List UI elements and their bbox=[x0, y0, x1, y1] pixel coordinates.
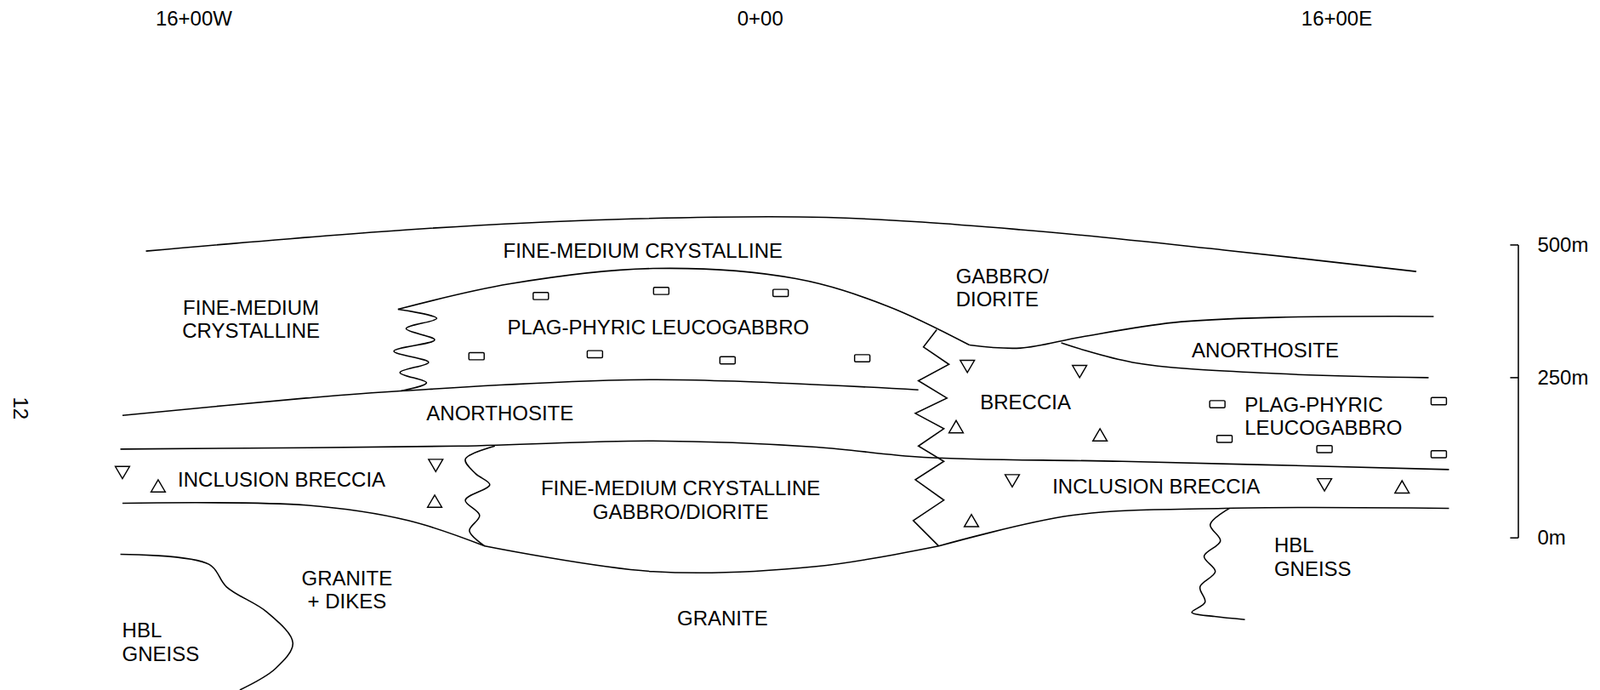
breccia-symbol bbox=[1395, 480, 1410, 493]
leucogabbro-top bbox=[398, 267, 970, 345]
unit-label: PLAG-PHYRIC LEUCOGABBRO bbox=[1242, 392, 1430, 440]
plagioclase-symbol bbox=[586, 350, 603, 358]
unit-label: FINE-MEDIUM CRYSTALLINE GABBRO/DIORITE bbox=[525, 476, 836, 524]
station-label: 16+00E bbox=[1299, 6, 1374, 31]
scale-tick bbox=[1509, 536, 1519, 539]
breccia-symbol bbox=[1072, 364, 1088, 377]
contacts bbox=[120, 216, 1519, 690]
unit-label: ANORTHOSITE bbox=[424, 401, 576, 426]
scale-label: 500m bbox=[1535, 233, 1590, 257]
breccia-symbol bbox=[427, 495, 443, 507]
scale-tick bbox=[1509, 376, 1519, 379]
gneiss-contact-west bbox=[120, 553, 294, 690]
unit-label: INCLUSION BRECCIA bbox=[1050, 474, 1262, 499]
inclusion-breccia-base-west bbox=[122, 502, 485, 547]
plagioclase-symbols bbox=[468, 287, 1447, 458]
unit-label: GABBRO/ DIORITE bbox=[954, 264, 1077, 312]
plagioclase-symbol bbox=[854, 354, 871, 362]
scale-tick bbox=[1509, 244, 1519, 246]
plagioclase-symbol bbox=[1217, 435, 1233, 443]
unit-label: BRECCIA bbox=[978, 390, 1073, 415]
breccia-symbol bbox=[115, 466, 131, 479]
station-label: 16+00W bbox=[153, 6, 234, 31]
plagioclase-symbol bbox=[1430, 450, 1447, 458]
gabbro-base bbox=[484, 546, 940, 574]
gabbro-west-margin bbox=[465, 445, 496, 547]
unit-label: FINE-MEDIUM CRYSTALLINE bbox=[164, 296, 338, 343]
breccia-symbol bbox=[1093, 428, 1108, 441]
breccia-symbol bbox=[428, 459, 444, 472]
breccia-symbol bbox=[949, 420, 964, 433]
breccia-symbol bbox=[151, 479, 166, 492]
station-label: 0+00 bbox=[735, 6, 786, 31]
scale-label: 0m bbox=[1535, 525, 1567, 550]
breccia-symbol bbox=[960, 359, 975, 372]
plagioclase-symbol bbox=[533, 292, 549, 300]
plagioclase-symbol bbox=[1316, 445, 1333, 453]
plagioclase-symbol bbox=[1430, 397, 1447, 405]
plagioclase-symbol bbox=[773, 289, 789, 297]
page-number: 12 bbox=[8, 394, 33, 422]
leucogabbro-west-margin bbox=[393, 309, 437, 392]
scale-label: 250m bbox=[1535, 365, 1590, 390]
breccia-symbol bbox=[1005, 474, 1020, 487]
scale-bar bbox=[1517, 244, 1520, 538]
unit-label: HBL GNEISS bbox=[120, 618, 214, 666]
breccia-fault bbox=[913, 330, 950, 547]
breccia-symbol bbox=[1317, 478, 1333, 491]
plagioclase-symbol bbox=[653, 287, 669, 295]
unit-label: HBL GNEISS bbox=[1272, 533, 1366, 581]
breccia-symbols bbox=[115, 359, 1410, 527]
unit-label: INCLUSION BRECCIA bbox=[176, 467, 388, 492]
unit-label: FINE-MEDIUM CRYSTALLINE bbox=[501, 239, 786, 263]
top-contact bbox=[146, 216, 1418, 272]
unit-label: ANORTHOSITE bbox=[1190, 338, 1341, 363]
plagioclase-symbol bbox=[719, 356, 735, 364]
unit-label: PLAG-PHYRIC LEUCOGABBRO bbox=[505, 315, 811, 340]
plagioclase-symbol bbox=[468, 352, 484, 359]
plagioclase-symbol bbox=[1209, 400, 1225, 408]
anorthosite-base bbox=[120, 440, 1450, 470]
inclusion-breccia-base-east bbox=[939, 507, 1450, 547]
unit-label: GRANITE + DIKES bbox=[294, 566, 400, 614]
gneiss-contact-east bbox=[1191, 507, 1245, 620]
breccia-symbol bbox=[964, 514, 980, 527]
unit-label: GRANITE bbox=[675, 606, 770, 631]
